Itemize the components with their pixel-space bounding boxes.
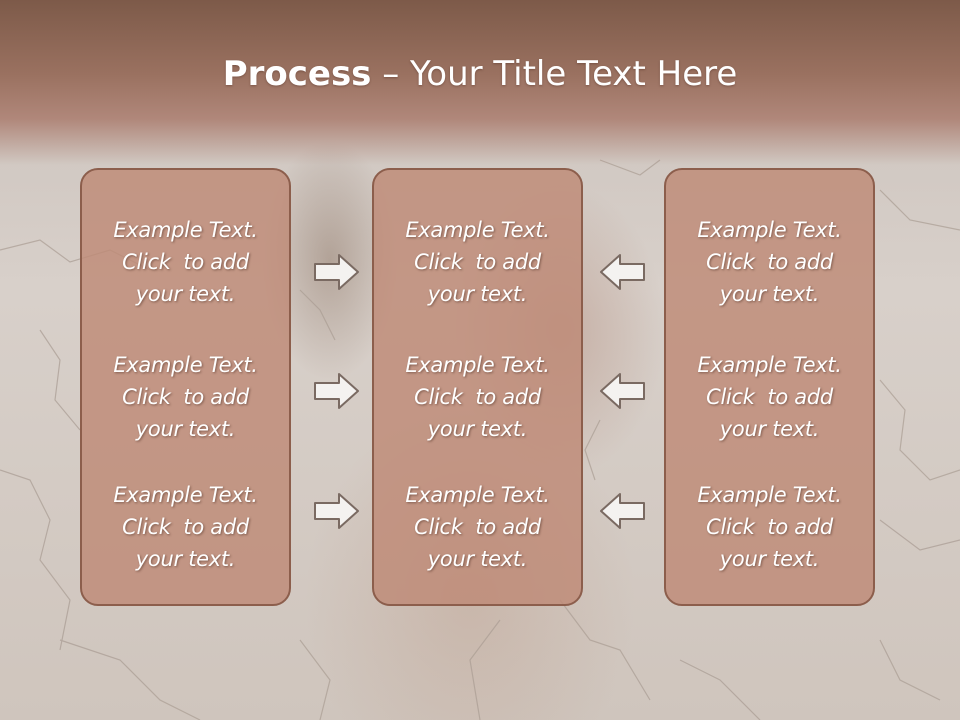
arrow-left-icon bbox=[600, 373, 645, 409]
text-item[interactable]: Example Text. Click to add your text. bbox=[666, 349, 873, 445]
text-line: Example Text. bbox=[697, 353, 842, 377]
text-line: Example Text. bbox=[405, 218, 550, 242]
title-rest: – Your Title Text Here bbox=[371, 54, 738, 94]
text-item[interactable]: Example Text. Click to add your text. bbox=[82, 214, 289, 310]
title-band bbox=[0, 0, 960, 165]
text-item[interactable]: Example Text. Click to add your text. bbox=[82, 479, 289, 575]
text-line: your text. bbox=[719, 282, 820, 306]
process-box-left[interactable]: Example Text. Click to add your text. Ex… bbox=[80, 168, 291, 606]
text-line: your text. bbox=[427, 417, 528, 441]
text-line: Click to add bbox=[706, 385, 833, 409]
text-line: Example Text. bbox=[113, 353, 258, 377]
text-line: Example Text. bbox=[113, 483, 258, 507]
text-line: Click to add bbox=[414, 385, 541, 409]
text-line: Example Text. bbox=[405, 353, 550, 377]
text-line: Click to add bbox=[706, 250, 833, 274]
text-item[interactable]: Example Text. Click to add your text. bbox=[666, 214, 873, 310]
text-line: your text. bbox=[427, 547, 528, 571]
text-line: Click to add bbox=[122, 385, 249, 409]
text-line: your text. bbox=[135, 547, 236, 571]
slide-title[interactable]: Process – Your Title Text Here bbox=[0, 52, 960, 96]
text-item[interactable]: Example Text. Click to add your text. bbox=[374, 479, 581, 575]
text-line: Click to add bbox=[122, 250, 249, 274]
text-item[interactable]: Example Text. Click to add your text. bbox=[82, 349, 289, 445]
arrow-right-icon bbox=[314, 373, 359, 409]
text-line: Click to add bbox=[706, 515, 833, 539]
title-bold: Process bbox=[222, 54, 372, 94]
text-line: Example Text. bbox=[113, 218, 258, 242]
text-line: Click to add bbox=[414, 515, 541, 539]
text-item[interactable]: Example Text. Click to add your text. bbox=[374, 214, 581, 310]
text-item[interactable]: Example Text. Click to add your text. bbox=[374, 349, 581, 445]
text-item[interactable]: Example Text. Click to add your text. bbox=[666, 479, 873, 575]
arrow-left-icon bbox=[600, 493, 645, 529]
process-box-center[interactable]: Example Text. Click to add your text. Ex… bbox=[372, 168, 583, 606]
text-line: Example Text. bbox=[697, 483, 842, 507]
arrow-right-icon bbox=[314, 493, 359, 529]
text-line: your text. bbox=[719, 417, 820, 441]
text-line: your text. bbox=[719, 547, 820, 571]
text-line: your text. bbox=[427, 282, 528, 306]
text-line: Example Text. bbox=[697, 218, 842, 242]
arrow-left-icon bbox=[600, 254, 645, 290]
text-line: your text. bbox=[135, 417, 236, 441]
arrow-right-icon bbox=[314, 254, 359, 290]
process-box-right[interactable]: Example Text. Click to add your text. Ex… bbox=[664, 168, 875, 606]
text-line: Example Text. bbox=[405, 483, 550, 507]
text-line: Click to add bbox=[414, 250, 541, 274]
text-line: Click to add bbox=[122, 515, 249, 539]
text-line: your text. bbox=[135, 282, 236, 306]
